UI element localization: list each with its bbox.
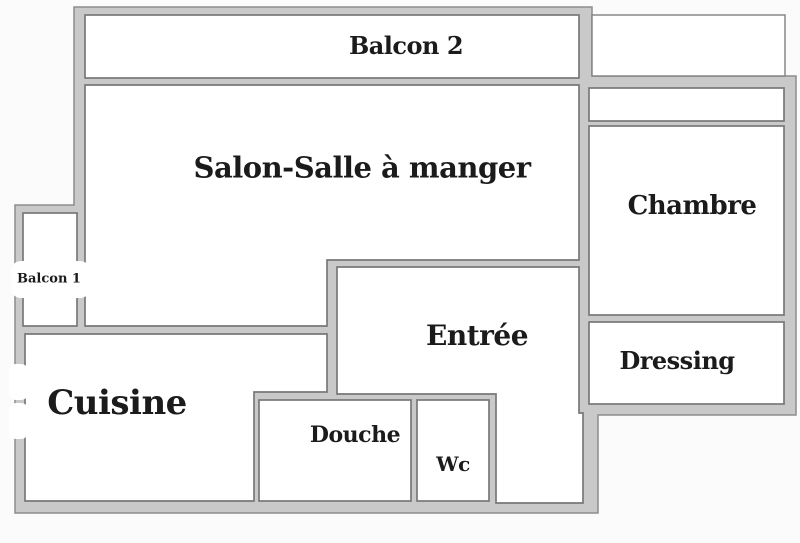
room-label-chambre: Chambre: [627, 191, 757, 221]
room-balcon-2-floor: [84, 14, 580, 79]
cuisine-wall-opening-upper: [9, 364, 28, 400]
room-label-balcon-2: Balcon 2: [348, 31, 464, 60]
room-label-entree: Entrée: [425, 319, 529, 352]
room-douche-floor: [258, 399, 412, 502]
cuisine-wall-opening-lower: [9, 403, 28, 439]
room-salon-floor: [84, 84, 580, 327]
room-label-balcon-1: Balcon 1: [17, 271, 81, 287]
room-label-wc: Wc: [436, 452, 470, 476]
balcon-1-label-backing: [11, 261, 90, 298]
room-label-douche: Douche: [309, 422, 401, 448]
room-cuisine-floor: [24, 333, 328, 502]
room-chambre-floor: [588, 125, 785, 316]
room-wc-floor: [416, 399, 490, 502]
room-dressing-floor: [588, 321, 785, 405]
room-label-dressing: Dressing: [619, 346, 735, 375]
room-label-cuisine: Cuisine: [47, 383, 187, 423]
room-closet-strip-floor: [588, 87, 785, 122]
room-label-salon: Salon-Salle à manger: [193, 150, 531, 185]
room-entree-floor: [336, 266, 584, 504]
room-annex-top-right-floor: [591, 14, 786, 77]
